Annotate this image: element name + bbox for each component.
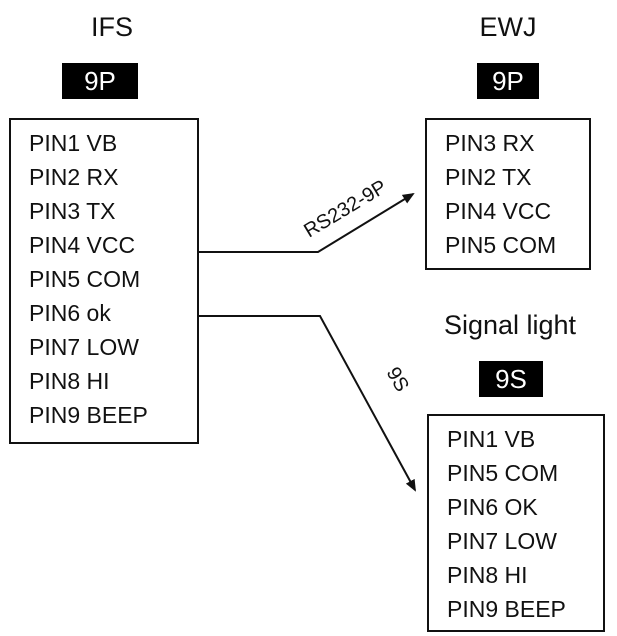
signal-light-title: Signal light: [443, 310, 577, 340]
ewj-title: EWJ: [479, 12, 537, 42]
signal-wire: [199, 315, 416, 492]
ifs-connector-badge: 9P: [62, 63, 138, 99]
ewj-connector-badge: 9P: [477, 63, 539, 99]
ewj-pin-3: PIN4 VCC: [445, 198, 552, 224]
signal-wire-label: 9S: [382, 364, 413, 396]
signal-light-pin-6: PIN9 BEEP: [447, 596, 566, 622]
signal-light-pin-box: PIN1 VB PIN5 COM PIN6 OK PIN7 LOW PIN8 H…: [427, 414, 605, 632]
ifs-pin-8: PIN8 HI: [29, 368, 110, 394]
ifs-pin-2: PIN2 RX: [29, 164, 119, 190]
ifs-pin-6: PIN6 ok: [29, 300, 111, 326]
ewj-pin-1: PIN3 RX: [445, 130, 535, 156]
signal-light-connector-badge: 9S: [479, 361, 543, 397]
signal-light-pin-5: PIN8 HI: [447, 562, 528, 588]
ewj-pin-4: PIN5 COM: [445, 232, 557, 258]
signal-light-pin-2: PIN5 COM: [447, 460, 559, 486]
rs232-wire: [199, 192, 415, 253]
rs232-wire-label: RS232-9P: [300, 176, 390, 242]
ifs-title: IFS: [90, 12, 133, 42]
ifs-pin-4: PIN4 VCC: [29, 232, 136, 258]
ifs-pin-3: PIN3 TX: [29, 198, 116, 224]
signal-light-pin-3: PIN6 OK: [447, 494, 538, 520]
ifs-pin-5: PIN5 COM: [29, 266, 141, 292]
ifs-pin-box: PIN1 VB PIN2 RX PIN3 TX PIN4 VCC PIN5 CO…: [9, 118, 199, 444]
ifs-pin-9: PIN9 BEEP: [29, 402, 148, 428]
signal-light-pin-1: PIN1 VB: [447, 426, 536, 452]
ewj-pin-box: PIN3 RX PIN2 TX PIN4 VCC PIN5 COM: [425, 118, 591, 270]
signal-light-pin-4: PIN7 LOW: [447, 528, 557, 554]
ifs-pin-1: PIN1 VB: [29, 130, 118, 156]
ewj-pin-2: PIN2 TX: [445, 164, 532, 190]
ifs-pin-7: PIN7 LOW: [29, 334, 139, 360]
